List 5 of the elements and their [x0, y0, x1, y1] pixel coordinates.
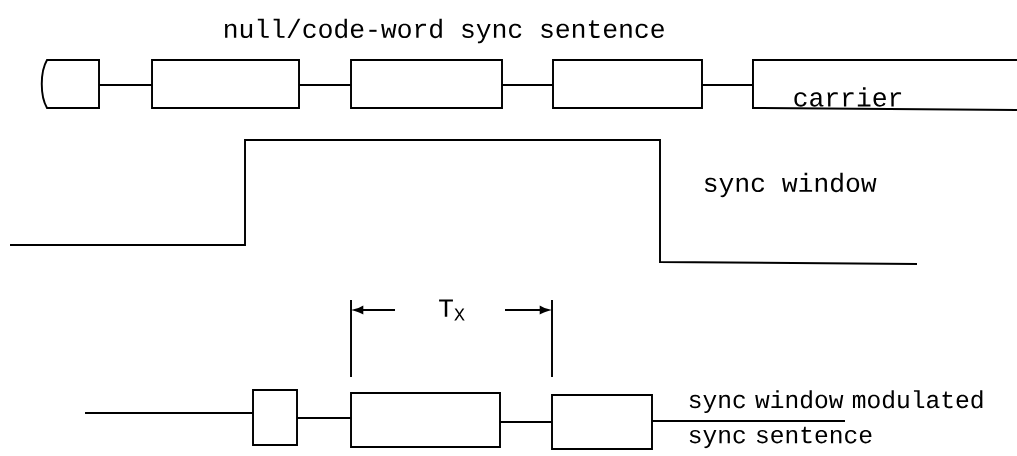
label: null/code-word sync sentence	[225, 18, 664, 44]
label: sync window	[704, 172, 877, 198]
label: carrier	[794, 87, 902, 107]
label: T$_{X}$	[439, 299, 465, 321]
label: sync window modulated sync sentence	[689, 390, 983, 449]
